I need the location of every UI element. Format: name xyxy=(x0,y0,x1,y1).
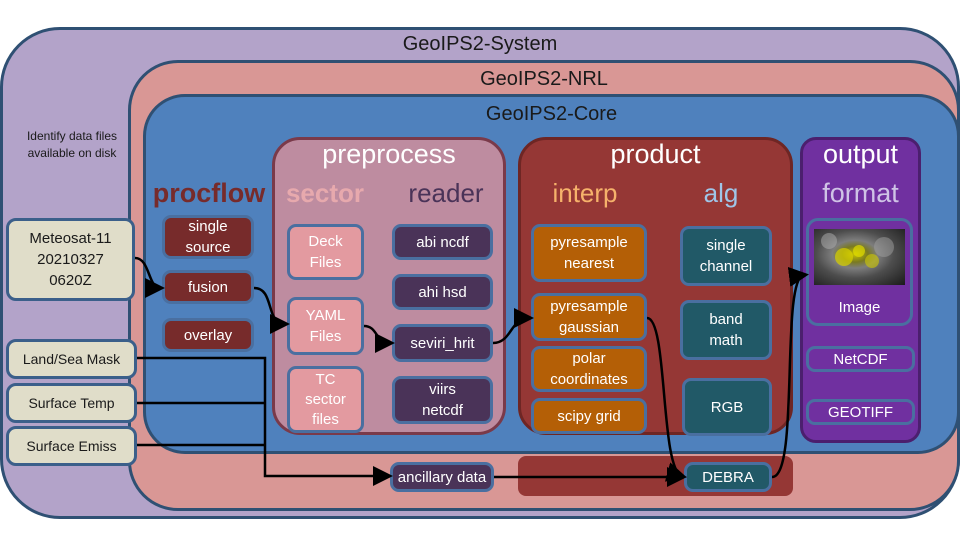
interp-pyresample-nearest[interactable]: pyresample nearest xyxy=(531,224,647,282)
reader-seviri-hrit[interactable]: seviri_hrit xyxy=(392,324,493,362)
format-image-card[interactable]: Image xyxy=(806,218,913,326)
debra-box[interactable]: DEBRA xyxy=(684,462,772,492)
primary-input-meteosat[interactable]: Meteosat-11 20210327 0620Z xyxy=(6,218,135,301)
alg-rgb[interactable]: RGB xyxy=(682,378,772,436)
interp-label: polar xyxy=(572,350,606,367)
alg-title: alg xyxy=(703,178,739,208)
surface-emiss-input[interactable]: Surface Emiss xyxy=(6,426,137,466)
nrl-title: GeoIPS2-NRL xyxy=(480,68,608,90)
format-title: format xyxy=(822,178,899,208)
interp-label: gaussian xyxy=(558,319,620,336)
system-title: GeoIPS2-System xyxy=(402,33,558,55)
input-line: 20210327 xyxy=(37,251,104,268)
format-geotiff[interactable]: GEOTIFF xyxy=(806,399,915,425)
arrow-gaussian-to-debra xyxy=(646,316,687,482)
arrow-seviri-to-gaussian xyxy=(492,308,534,345)
input-line: 0620Z xyxy=(49,272,92,289)
cloud-blob xyxy=(835,248,853,266)
procflow-fusion[interactable]: fusion xyxy=(162,270,254,304)
reader-label: netcdf xyxy=(422,402,463,419)
sector-yaml-files[interactable]: YAML Files xyxy=(287,297,364,355)
sector-deck-files[interactable]: Deck Files xyxy=(287,224,364,280)
procflow-single-source[interactable]: single source xyxy=(162,215,254,259)
reader-abi-ncdf[interactable]: abi ncdf xyxy=(392,224,493,260)
sector-label: TC xyxy=(315,370,336,388)
procflow-overlay[interactable]: overlay xyxy=(162,318,254,352)
format-image-label: Image xyxy=(838,299,881,316)
ancillary-data-box[interactable]: ancillary data xyxy=(390,462,494,492)
format-netcdf[interactable]: NetCDF xyxy=(806,346,915,372)
sector-label: Files xyxy=(309,254,342,271)
satellite-image-thumbnail xyxy=(814,229,905,285)
alg-band-math[interactable]: band math xyxy=(680,300,772,360)
alg-label: band xyxy=(709,311,743,328)
alg-label: single xyxy=(706,237,746,254)
reader-viirs-netcdf[interactable]: viirs netcdf xyxy=(392,376,493,424)
preprocess-title: preprocess xyxy=(322,139,456,169)
interp-polar-coordinates[interactable]: polar coordinates xyxy=(531,346,647,392)
sector-label: YAML xyxy=(305,307,346,324)
interp-label: coordinates xyxy=(550,371,628,388)
procflow-label: source xyxy=(185,239,231,256)
product-title: product xyxy=(610,139,701,169)
arrow-fusion-to-yaml xyxy=(253,286,290,334)
sector-label: Deck xyxy=(308,233,343,250)
identify-files-note: Identify data files available on disk xyxy=(26,129,118,160)
interp-label: nearest xyxy=(563,255,615,272)
alg-single-channel[interactable]: single channel xyxy=(680,226,772,286)
land-sea-mask-input[interactable]: Land/Sea Mask xyxy=(6,339,137,379)
reader-ahi-hsd[interactable]: ahi hsd xyxy=(392,274,493,310)
sector-label: Files xyxy=(309,328,342,345)
interp-label: pyresample xyxy=(550,298,628,315)
procflow-label: single xyxy=(188,218,228,235)
arrow-debra-to-image xyxy=(771,267,809,479)
cloud-texture-icon xyxy=(821,233,894,268)
interp-title: interp xyxy=(552,178,618,208)
procflow-title: procflow xyxy=(152,178,266,208)
arrow-landsea-to-ancillary xyxy=(137,356,393,486)
core-title: GeoIPS2-Core xyxy=(485,103,618,125)
arrow-input-to-fusion xyxy=(134,256,165,298)
sector-title: sector xyxy=(285,178,365,208)
input-line: Meteosat-11 xyxy=(29,230,112,247)
cloud-blob xyxy=(865,254,879,268)
interp-scipy-grid[interactable]: scipy grid xyxy=(531,398,647,434)
cloud-blob xyxy=(853,245,865,257)
arrow-yaml-to-seviri xyxy=(363,324,395,353)
sector-tc-files[interactable]: TC sector files xyxy=(287,366,364,433)
alg-label: math xyxy=(709,332,743,349)
interp-pyresample-gaussian[interactable]: pyresample gaussian xyxy=(531,293,647,341)
sector-label: files xyxy=(312,410,339,428)
cloud-blob xyxy=(874,237,894,257)
surface-temp-input[interactable]: Surface Temp xyxy=(6,383,137,423)
reader-title: reader xyxy=(408,178,484,208)
output-title: output xyxy=(822,139,899,169)
cloud-blob xyxy=(821,233,837,249)
interp-label: pyresample xyxy=(550,234,628,251)
sector-label: sector xyxy=(305,390,346,408)
reader-label: viirs xyxy=(429,381,456,398)
alg-label: channel xyxy=(699,258,753,275)
